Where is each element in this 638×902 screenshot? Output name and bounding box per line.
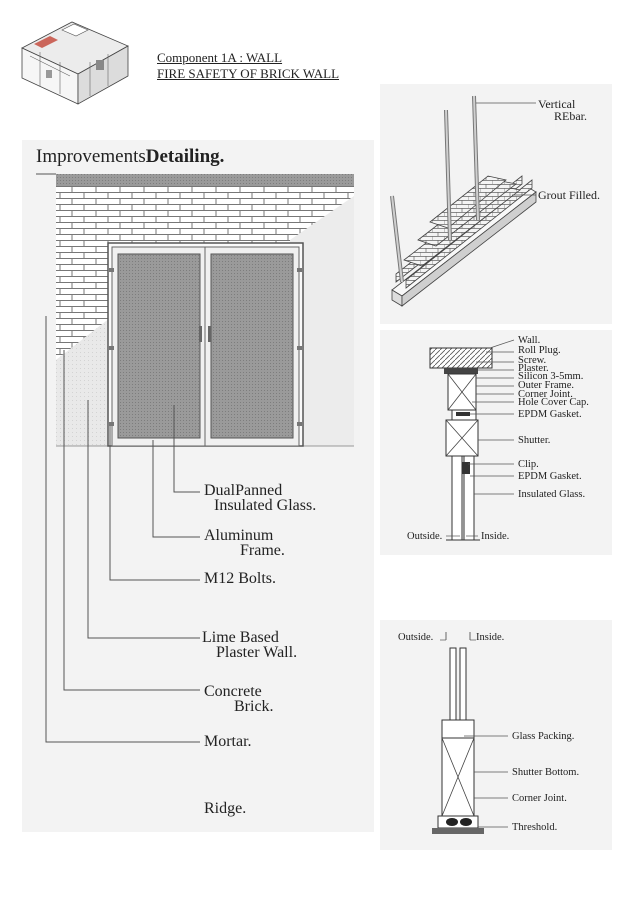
- frame-label-silicon: Silicon 3-5mm.: [518, 371, 584, 382]
- callout-frame-1: Aluminum: [204, 527, 274, 544]
- frame-section-leaders: [446, 339, 515, 537]
- sill-label-inside: Inside.: [476, 632, 505, 643]
- frame-label-epdm: EPDM Gasket.: [518, 409, 582, 420]
- frame-section: [429, 347, 493, 541]
- frame-label-corner-joint: Corner Joint.: [518, 389, 573, 400]
- frame-label-outer-frame: Outer Frame.: [518, 380, 574, 391]
- frame-label-insulated-glass: Insulated Glass.: [518, 489, 586, 500]
- frame-label-plaster: Plaster.: [518, 363, 549, 374]
- section-title-bold: Detailing.: [145, 146, 225, 167]
- rebar-block-wall: [390, 95, 537, 307]
- callout-brick-2: Brick.: [234, 698, 274, 715]
- sill-label-glass-packing: Glass Packing.: [512, 731, 575, 742]
- callout-plaster-2: Plaster Wall.: [216, 644, 298, 661]
- sill-label-threshold: Threshold.: [512, 822, 558, 833]
- sill-leaders: [440, 639, 508, 828]
- section-title: ImprovementsDetailing.: [36, 146, 224, 168]
- sill-section-panel: [380, 620, 612, 850]
- frame-section-panel: [380, 330, 612, 555]
- brick-wall-elevation: [56, 174, 354, 447]
- rebar-vertical-1: Vertical: [538, 97, 576, 111]
- leader-lines: [36, 173, 200, 743]
- frame-label-outside: Outside.: [407, 531, 443, 542]
- sill-label-shutter-bottom: Shutter Bottom.: [512, 767, 580, 778]
- callout-brick-1: Concrete: [204, 683, 262, 700]
- rebar-vertical-2: REbar.: [554, 109, 587, 123]
- house-thumbnail: [21, 21, 129, 105]
- rebar-grout: Grout Filled.: [538, 188, 600, 202]
- frame-label-shutter: Shutter.: [518, 435, 551, 446]
- frame-label-roll-plug: Roll Plug.: [518, 345, 561, 356]
- frame-label-wall: Wall.: [518, 335, 541, 346]
- frame-label-screw: Screw.: [518, 355, 547, 366]
- sill-label-corner-joint: Corner Joint.: [512, 793, 567, 804]
- section-title-regular: Improvements: [36, 146, 146, 167]
- frame-label-clip: Clip.: [518, 459, 539, 470]
- component-subtitle: FIRE SAFETY OF BRICK WALL: [157, 66, 340, 81]
- callout-glass-1: DualPanned: [204, 482, 283, 499]
- sill-label-outside: Outside.: [398, 632, 434, 643]
- frame-label-hole-cover: Hole Cover Cap.: [518, 397, 589, 408]
- frame-label-epdm-2: EPDM Gasket.: [518, 471, 582, 482]
- callout-frame-2: Frame.: [240, 542, 285, 559]
- callout-bolts: M12 Bolts.: [204, 570, 277, 587]
- callout-ridge: Ridge.: [204, 800, 247, 817]
- sill-section: [432, 632, 484, 834]
- callout-plaster-1: Lime Based: [202, 629, 279, 646]
- callout-glass-2: Insulated Glass.: [214, 497, 317, 514]
- callout-mortar: Mortar.: [204, 733, 252, 750]
- component-title: Component 1A : WALL: [157, 50, 283, 65]
- frame-label-inside: Inside.: [481, 531, 510, 542]
